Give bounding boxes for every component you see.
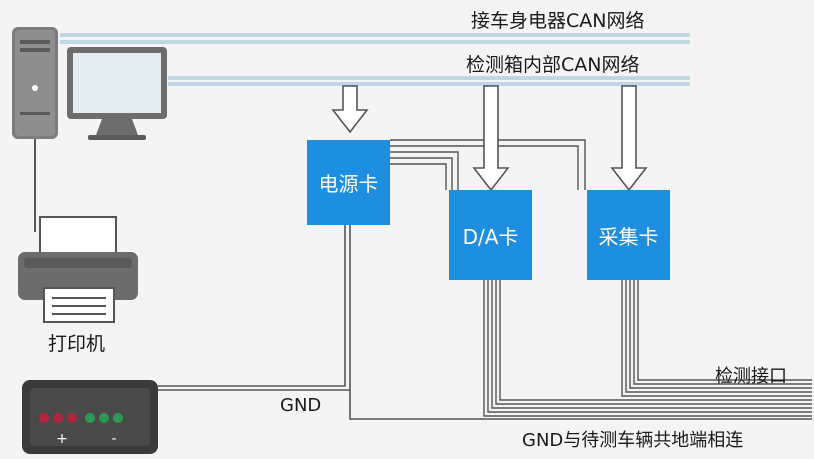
acq-output-wires xyxy=(621,280,812,397)
gnd-label: GND xyxy=(280,395,322,416)
power-led-red xyxy=(67,413,77,423)
down-arrow-icon xyxy=(472,85,510,192)
computer-tower-icon xyxy=(12,27,58,139)
power-distribution-wires xyxy=(390,139,586,190)
da-card: D/A卡 xyxy=(449,190,532,280)
power-card-label: 电源卡 xyxy=(318,172,379,196)
power-minus-label: - xyxy=(111,431,116,447)
power-led-green xyxy=(113,413,123,423)
internal-can-label: 检测箱内部CAN网络 xyxy=(466,54,640,76)
power-led-green xyxy=(85,413,95,423)
acq-card: 采集卡 xyxy=(587,190,670,280)
da-card-label: D/A卡 xyxy=(462,224,519,249)
power-card: 电源卡 xyxy=(307,140,390,225)
power-led-red xyxy=(53,413,63,423)
down-arrow-icon xyxy=(331,85,369,134)
down-arrow-icon xyxy=(610,85,648,192)
printer-icon xyxy=(18,216,138,323)
interface-label: 检测接口 xyxy=(715,366,787,387)
bottom-gnd-note: GND与待测车辆共地端相连 xyxy=(522,430,744,451)
gnd-wire xyxy=(158,225,812,420)
vehicle-can-label: 接车身电器CAN网络 xyxy=(471,10,645,32)
da-output-wires xyxy=(483,280,812,417)
power-plus-label: + xyxy=(56,431,68,447)
printer-label: 打印机 xyxy=(48,333,106,355)
power-led-green xyxy=(99,413,109,423)
internal-can-bus-line xyxy=(60,40,690,86)
acq-card-label: 采集卡 xyxy=(598,224,659,249)
monitor-icon xyxy=(67,47,167,140)
power-led-red xyxy=(39,413,49,423)
